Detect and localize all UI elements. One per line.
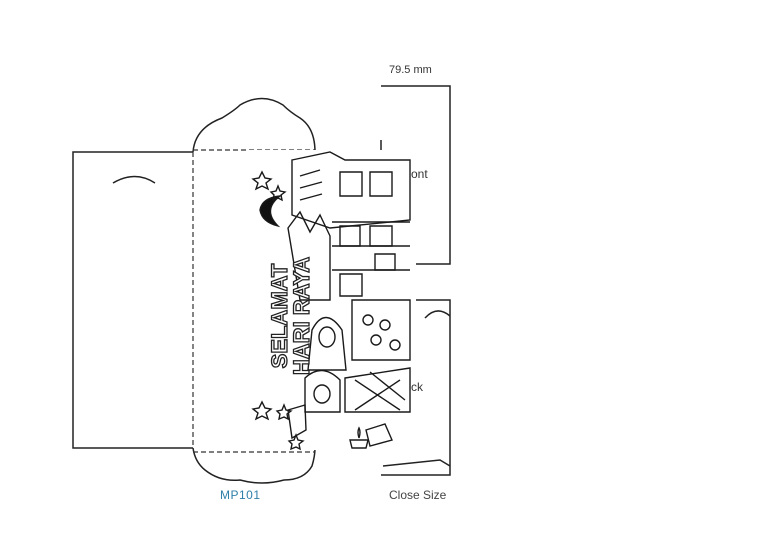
top-tab-outline (192, 97, 316, 153)
house-gable (287, 210, 331, 301)
star-icon (275, 403, 293, 421)
crescent-moon-icon (259, 195, 283, 228)
back-label: ck (411, 380, 423, 394)
bottom-tab-outline (192, 447, 316, 484)
star-icon (251, 400, 273, 421)
figure-man (304, 369, 341, 413)
close-size-label: Close Size (389, 488, 447, 502)
greeting-line-2: HARI RAYA (288, 256, 314, 376)
star-icon (251, 170, 273, 191)
house-roof (291, 151, 411, 229)
product-code: MP101 (220, 488, 261, 502)
dimension-label: 79.5 mm (389, 64, 432, 76)
star-icon (269, 184, 287, 202)
figure-woman (307, 316, 347, 371)
greeting-line-1: SELAMAT (266, 263, 292, 369)
oil-lamp-icon (349, 439, 369, 449)
left-flap-notch (112, 175, 156, 184)
front-label: ont (411, 167, 428, 181)
back-panel-notch (424, 310, 451, 319)
left-flap-outline (72, 151, 193, 449)
star-icon (287, 433, 305, 451)
